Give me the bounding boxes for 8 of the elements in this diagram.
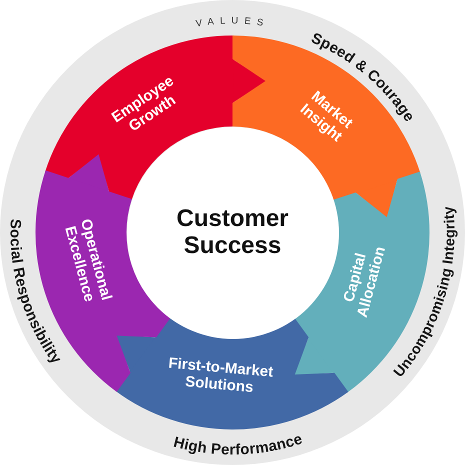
arrow-tip	[230, 58, 267, 104]
segment-label: First-to-Market Solutions	[166, 354, 275, 398]
center-label: Customer Success	[175, 206, 290, 259]
arrow-segment	[232, 35, 421, 201]
arrow-segment	[45, 35, 234, 200]
value-label: High Performance	[172, 430, 305, 458]
ring-heading: VALUES	[195, 15, 270, 30]
arrow-segment	[115, 317, 349, 430]
